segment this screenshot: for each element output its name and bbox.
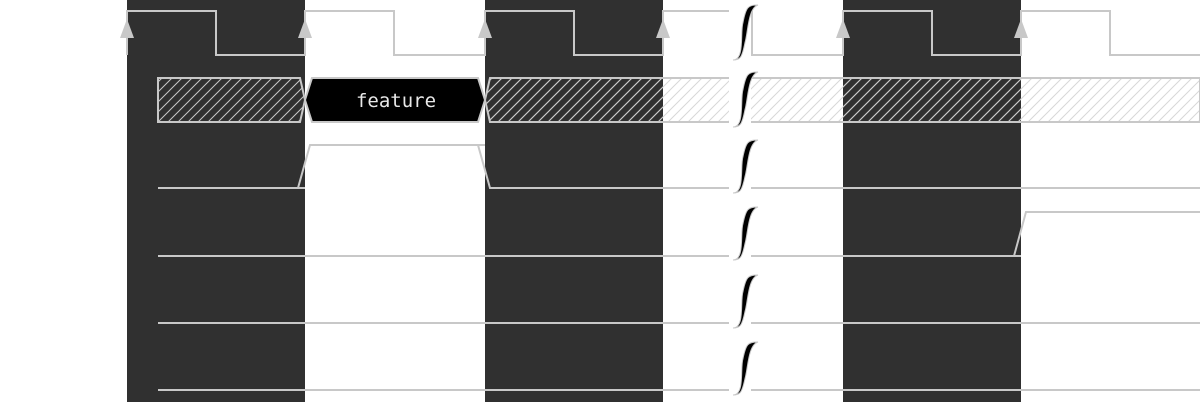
clock-rising-edge-arrow-icon (836, 19, 850, 38)
clock-rising-edge-arrow-icon (1014, 19, 1028, 38)
clock-rising-edge-arrow-icon (298, 19, 312, 38)
clock-signal (120, 10, 1200, 56)
signal_3-waveform (158, 144, 1200, 189)
bus-undefined-segment (157, 77, 307, 123)
signal_4-waveform (158, 211, 1200, 257)
time-break-icon (732, 274, 759, 329)
shaded-period (127, 0, 305, 402)
bus-data-segment (303, 77, 487, 123)
period-shading (127, 0, 1021, 402)
shaded-period (485, 0, 663, 402)
time-break-icon (732, 139, 759, 194)
clock-rising-edge-arrow-icon (120, 19, 134, 38)
time-break-icon (732, 206, 759, 261)
digital-signals (158, 144, 1200, 391)
time-gap-marks (729, 4, 759, 396)
data-bus-signal: feature (157, 77, 1200, 123)
shaded-period (843, 0, 1021, 402)
clock-rising-edge-arrow-icon (656, 19, 670, 38)
clock-waveform (126, 10, 1200, 56)
clock-rising-edge-arrow-icon (478, 19, 492, 38)
time-break-icon (732, 71, 759, 128)
time-break-icon (732, 4, 759, 61)
bus-data-label: feature (356, 90, 436, 112)
time-break-icon (732, 341, 759, 396)
